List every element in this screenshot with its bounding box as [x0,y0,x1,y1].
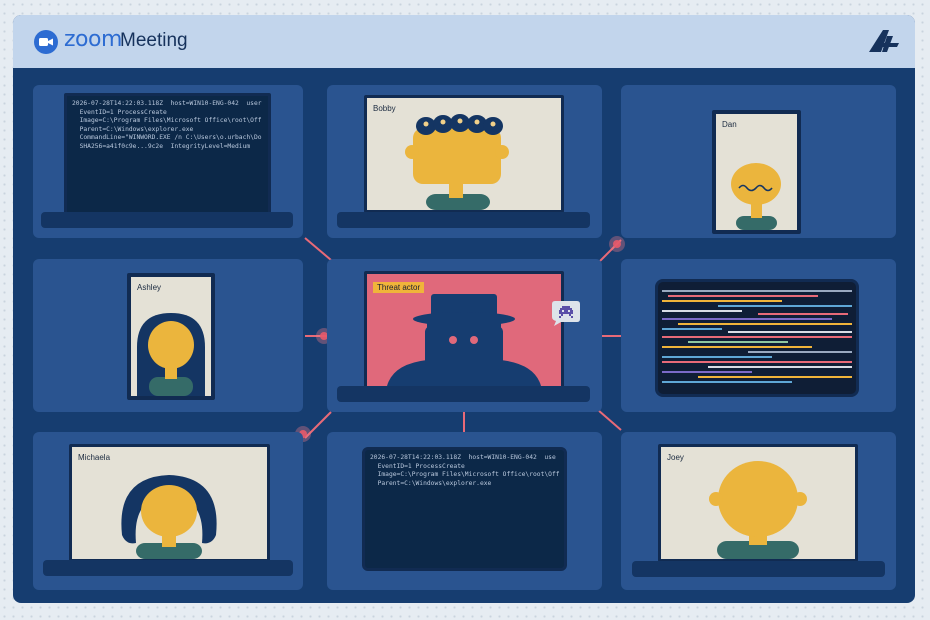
avatar-bobby [405,114,509,210]
laptop-base [337,386,590,402]
laptop-base [43,560,293,576]
video-tile-threat-actor[interactable]: Threat actor [327,259,602,412]
video-tile-ashley[interactable]: Ashley [33,259,303,412]
phone-screen: Ashley [127,273,215,400]
terminal-line: Image=C:\Program Files\Microsoft Office\… [72,117,262,125]
participant-screen: Michaela [69,444,270,562]
avatar-michaela [121,475,217,559]
terminal-log-bottom: 2026-07-28T14:22:03.118Z host=WIN10-ENG-… [370,454,564,488]
avatar-dan [731,163,781,230]
terminal-log-top: 2026-07-28T14:22:03.118Z host=WIN10-ENG-… [72,100,268,152]
title-bar: zoom Meeting [13,15,915,68]
terminal-line: CommandLine="WINWORD.EXE /n C:\Users\o.u… [72,134,262,142]
video-tile-dan[interactable]: Dan [621,85,896,238]
terminal-screen: 2026-07-28T14:22:03.118Z host=WIN10-ENG-… [362,447,567,571]
video-tile-bobby[interactable]: Bobby [327,85,602,238]
participant-name: Michaela [78,453,111,462]
glitched-screen [655,279,859,397]
window-title: Meeting [120,30,188,51]
laptop-base [41,212,293,228]
video-tile-terminal-top[interactable]: 2026-07-28T14:22:03.118Z host=WIN10-ENG-… [33,85,303,238]
terminal-line: EventID=1 ProcessCreate [72,108,167,116]
chat-bubble[interactable] [551,299,581,327]
brand-name: zoom [64,27,122,52]
phone-screen: Dan [712,110,801,234]
participant-screen: Joey [658,444,858,562]
stylized-a-logo-icon [867,28,901,54]
terminal-line: Parent=C:\Windows\explorer.exe [72,125,194,133]
participant-name: Joey [667,453,684,462]
camera-icon[interactable] [34,30,58,54]
terminal-line: Parent=C:\Windows\explorer.exe [370,479,492,487]
participant-screen: Bobby [364,95,564,213]
meeting-window: zoom Meeting [13,15,915,603]
participant-name: Bobby [373,104,396,113]
avatar-ashley [137,313,205,396]
space-invader-icon [552,301,580,326]
video-tile-terminal-bottom[interactable]: 2026-07-28T14:22:03.118Z host=WIN10-ENG-… [327,432,602,590]
static-noise [662,290,852,383]
threat-actor-screen: Threat actor [364,271,564,389]
terminal-line: Image=C:\Program Files\Microsoft Office\… [370,471,560,479]
terminal-line: 2026-07-28T14:22:03.118Z host=WIN10-ENG-… [72,100,262,107]
terminal-line: EventID=1 ProcessCreate [370,462,465,470]
video-tile-michaela[interactable]: Michaela [33,432,303,590]
participant-name: Ashley [137,283,162,292]
video-tile-joey[interactable]: Joey [621,432,896,590]
terminal-screen: 2026-07-28T14:22:03.118Z host=WIN10-ENG-… [64,93,271,215]
terminal-line: SHA256=a41f0c9e...9c2e IntegrityLevel=Me… [72,142,251,150]
terminal-line: 2026-07-28T14:22:03.118Z host=WIN10-ENG-… [370,454,556,461]
video-grid: 2026-07-28T14:22:03.118Z host=WIN10-ENG-… [13,68,915,603]
avatar-joey [709,461,807,559]
laptop-base [337,212,590,228]
laptop-base [632,561,885,577]
participant-name: Dan [722,120,737,129]
participant-name: Threat actor [373,282,425,293]
video-tile-glitched[interactable] [621,259,896,412]
avatar-threat-actor [387,294,541,386]
